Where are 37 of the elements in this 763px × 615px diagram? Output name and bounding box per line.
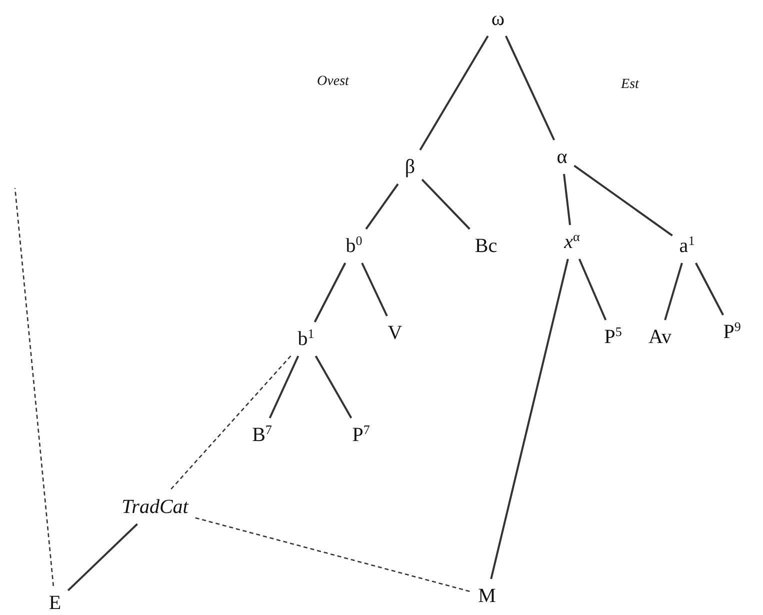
connector-line xyxy=(563,174,571,226)
node-label: P$^{9}$ xyxy=(720,320,744,344)
node-label: M xyxy=(475,584,499,608)
node-label: P$^{5}$ xyxy=(601,325,625,349)
connector-line xyxy=(314,356,352,418)
node-label: Av xyxy=(646,325,674,349)
node-label: x$^{α}$ xyxy=(561,230,583,254)
connector-line xyxy=(361,262,388,316)
node-label: ω xyxy=(488,7,508,31)
node-label: Bc xyxy=(472,234,500,258)
node-label: E xyxy=(46,591,64,615)
node-label: b$^{1}$ xyxy=(294,327,318,351)
connector-line xyxy=(490,258,569,580)
node-label: a$^{1}$ xyxy=(676,234,698,258)
node-label: B$^{7}$ xyxy=(249,423,275,447)
node-label: TradCat xyxy=(118,495,192,519)
connector-line xyxy=(419,35,489,151)
dashed-line xyxy=(195,517,472,592)
connector-line xyxy=(365,183,399,230)
region-label: Est xyxy=(621,77,639,93)
region-label: Ovest xyxy=(317,74,349,90)
connector-line xyxy=(664,262,683,320)
node-label: P$^{7}$ xyxy=(349,423,373,447)
dashed-line xyxy=(14,188,54,586)
node-label: α xyxy=(554,145,570,169)
connector-line xyxy=(578,258,607,320)
connector-line xyxy=(67,523,138,592)
connector-line xyxy=(695,262,724,316)
connector-line xyxy=(574,164,673,236)
connector-line xyxy=(268,356,300,418)
dashed-line xyxy=(170,356,292,490)
connector-line xyxy=(504,36,556,140)
connector-line xyxy=(314,262,346,322)
connector-line xyxy=(421,178,470,230)
node-label: V xyxy=(384,321,406,345)
node-label: β xyxy=(402,155,418,179)
node-label: b$^{0}$ xyxy=(342,234,366,258)
